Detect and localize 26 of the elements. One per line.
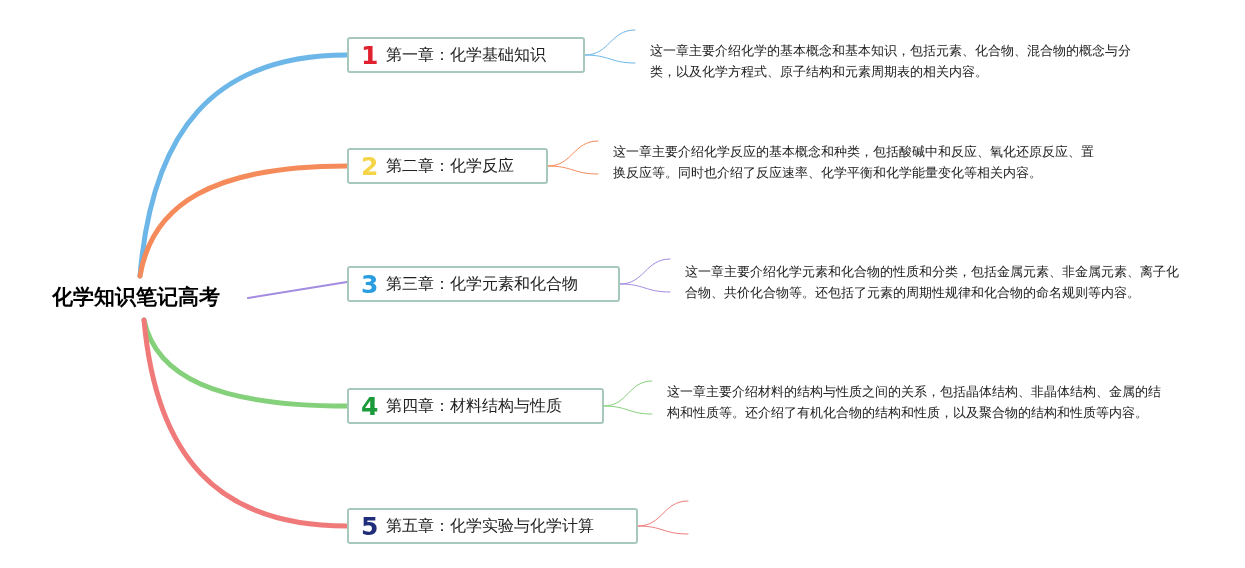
branch-line: [247, 281, 348, 299]
chapter-title: 第三章：化学元素和化合物: [386, 273, 579, 295]
chapter-number: 5: [361, 513, 379, 539]
connector-line: [619, 258, 671, 293]
chapter-box: [347, 266, 620, 302]
chapter-box: [347, 37, 585, 73]
description-text: 这一章主要介绍化学元素和化合物的性质和分类，包括金属元素、非金属元素、离子化合物、共价化合物等。还包括了元素的周期性规律和化合物的命名规则等内容。: [685, 263, 1180, 302]
chapter-box: [347, 508, 638, 544]
chapter-title: 第二章：化学反应: [386, 155, 515, 177]
connector-line: [584, 29, 636, 64]
description-text: 这一章主要介绍化学的基本概念和基本知识，包括元素、化合物、混合物的概念与分类，以及化学方程式、原子结构和元素周期表的相关内容。: [650, 42, 1132, 81]
connector-line: [547, 140, 599, 175]
chapter-box: [347, 388, 604, 424]
chapter-title: 第五章：化学实验与化学计算: [386, 515, 595, 537]
chapter-number: 2: [361, 153, 379, 179]
chapter-title: 第四章：材料结构与性质: [386, 395, 563, 417]
root-topic: 化学知识笔记高考: [36, 280, 236, 316]
connector-line: [603, 380, 653, 415]
connector-line: [637, 500, 689, 535]
description-text: 这一章主要介绍化学反应的基本概念和种类，包括酸碱中和反应、氧化还原反应、置换反应等。同时也介绍了反应速率、化学平衡和化学能量变化等相关内容。: [613, 143, 1095, 182]
chapter-number: 4: [361, 393, 379, 419]
description-text: 这一章主要介绍材料的结构与性质之间的关系，包括晶体结构、非晶体结构、金属的结构和性质等。还介绍了有机化合物的结构和性质，以及聚合物的结构和性质等内容。: [667, 383, 1162, 422]
chapter-number: 3: [361, 271, 379, 297]
chapter-number: 1: [361, 42, 379, 68]
chapter-title: 第一章：化学基础知识: [386, 44, 547, 66]
chapter-box: [347, 148, 548, 184]
